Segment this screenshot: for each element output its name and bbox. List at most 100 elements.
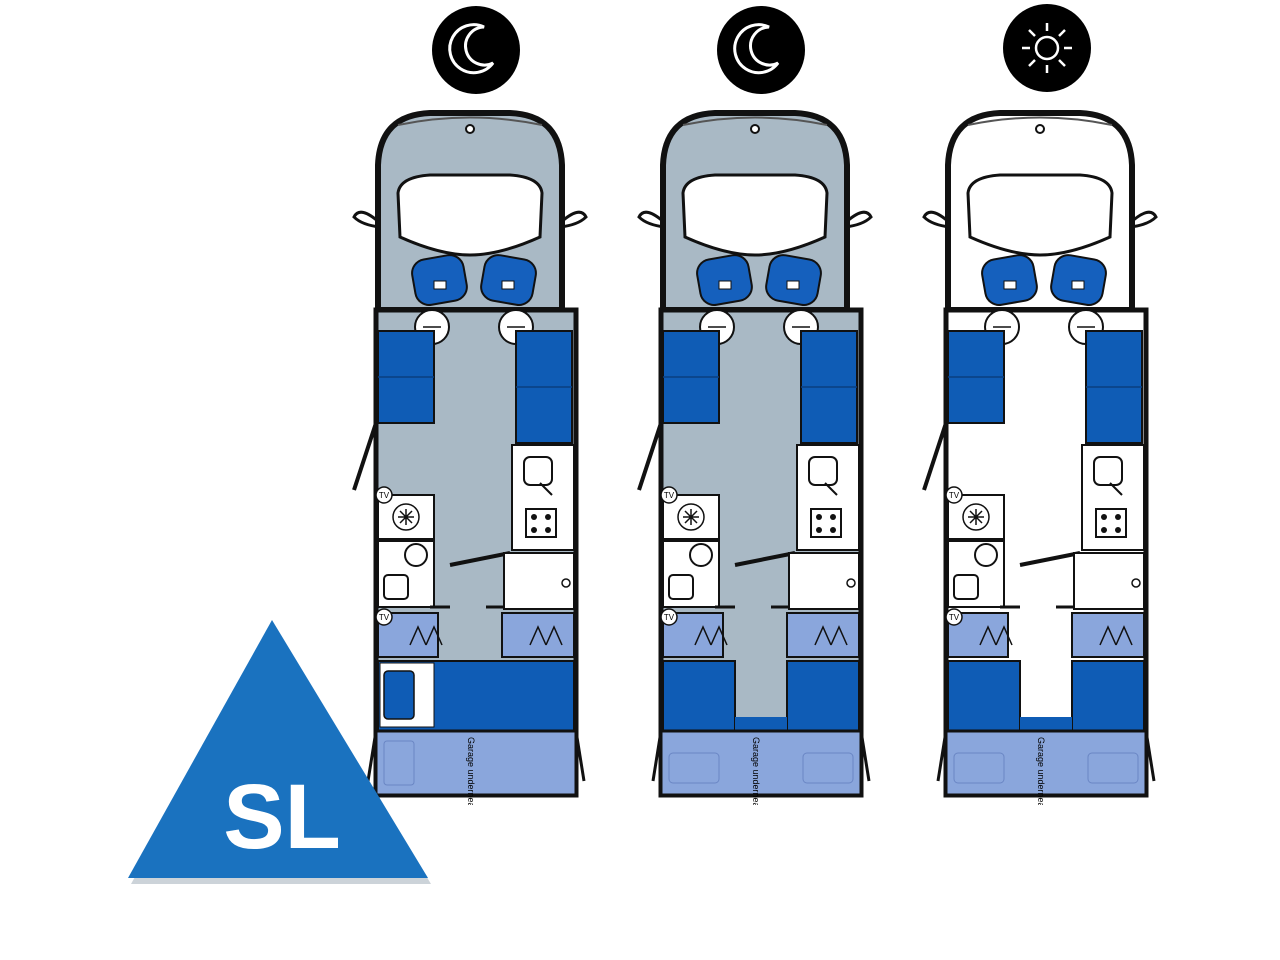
garage-label: Garage underneath <box>1036 737 1046 805</box>
left-pillow <box>668 752 720 784</box>
tv-top-icon <box>375 486 393 504</box>
seat-buckle <box>433 280 447 290</box>
right-wardrobe <box>786 612 860 658</box>
sink <box>808 456 838 486</box>
hob-burner <box>816 514 822 520</box>
toilet <box>974 543 998 567</box>
left-mirror <box>352 210 382 229</box>
toilet <box>404 543 428 567</box>
seat-buckle <box>501 280 515 290</box>
moon-icon <box>448 23 495 75</box>
washroom-door <box>449 551 511 567</box>
entry-door <box>637 422 663 491</box>
snowflake-icon <box>398 509 414 525</box>
seat-buckle <box>718 280 732 290</box>
cab-seat <box>696 254 753 306</box>
hob <box>525 508 557 538</box>
tap <box>1109 482 1123 496</box>
garage-label: Garage underneath <box>466 737 476 805</box>
skylight <box>1035 124 1045 134</box>
tv-top-label: TV <box>664 491 675 500</box>
dashboard <box>681 173 829 257</box>
hob-burner <box>545 514 551 520</box>
sink <box>523 456 553 486</box>
pillow <box>383 670 415 720</box>
washbasin <box>668 574 694 600</box>
right-wardrobe <box>501 612 575 658</box>
tap <box>539 482 553 496</box>
skylight <box>750 124 760 134</box>
shower-head <box>846 578 856 588</box>
cab-seat <box>981 254 1038 306</box>
snowflake-icon <box>683 509 699 525</box>
washroom-door <box>734 551 796 567</box>
hob-burner <box>1115 514 1121 520</box>
rear-cushion <box>383 740 415 786</box>
hob-burner <box>531 514 537 520</box>
hob-burner <box>816 527 822 533</box>
entry-door <box>352 422 378 491</box>
left-pillow <box>953 752 1005 784</box>
dashboard <box>966 173 1114 257</box>
mode-badge-2 <box>716 5 806 95</box>
seat-buckle <box>786 280 800 290</box>
sl-triangle <box>128 620 428 878</box>
hanger-icon <box>409 625 443 646</box>
hanger-icon <box>1099 625 1133 646</box>
tv-top-icon <box>660 486 678 504</box>
skylight <box>465 124 475 134</box>
right-wardrobe <box>1071 612 1145 658</box>
hob-burner <box>830 514 836 520</box>
hanger-icon <box>694 625 728 646</box>
hob-burner <box>545 527 551 533</box>
dashboard <box>396 173 544 257</box>
cab-seat <box>411 254 468 306</box>
tv-bottom-icon <box>945 608 963 626</box>
washbasin <box>953 574 979 600</box>
right-mirror <box>1128 210 1158 229</box>
hob-burner <box>1101 514 1107 520</box>
windscreen-line <box>682 116 828 126</box>
right-mirror <box>843 210 873 229</box>
hob-burner <box>1101 527 1107 533</box>
cab-seat <box>1050 254 1107 306</box>
tv-bottom-label: TV <box>664 613 675 622</box>
snowflake-icon <box>968 509 984 525</box>
hob-burner <box>1115 527 1121 533</box>
hanger-icon <box>814 625 848 646</box>
shower-head <box>561 578 571 588</box>
washroom-door <box>1019 551 1081 567</box>
windscreen-line <box>397 116 543 126</box>
rear-strut <box>1144 730 1156 782</box>
rear-strut <box>936 730 948 782</box>
hob-burner <box>531 527 537 533</box>
garage-label: Garage underneath <box>751 737 761 805</box>
tv-top-label: TV <box>949 491 960 500</box>
shower-head <box>1131 578 1141 588</box>
cab-seat <box>765 254 822 306</box>
right-pillow <box>802 752 854 784</box>
rear-strut <box>574 730 586 782</box>
sun-icon <box>1022 23 1072 73</box>
rear-strut <box>366 730 378 782</box>
hob <box>810 508 842 538</box>
hanger-icon <box>979 625 1013 646</box>
tv-top-icon <box>945 486 963 504</box>
hanger-icon <box>529 625 563 646</box>
right-pillow <box>1087 752 1139 784</box>
left-mirror <box>637 210 667 229</box>
hob <box>1095 508 1127 538</box>
moon-icon <box>733 23 780 75</box>
rear-strut <box>651 730 663 782</box>
floorplan-night-twin: TV TV Garage underneath <box>637 110 873 805</box>
tv-top-label: TV <box>379 491 390 500</box>
windscreen-line <box>967 116 1113 126</box>
cab-seat <box>480 254 537 306</box>
washbasin <box>383 574 409 600</box>
tv-bottom-label: TV <box>949 613 960 622</box>
rear-strut <box>859 730 871 782</box>
left-mirror <box>922 210 952 229</box>
tv-bottom-icon <box>375 608 393 626</box>
